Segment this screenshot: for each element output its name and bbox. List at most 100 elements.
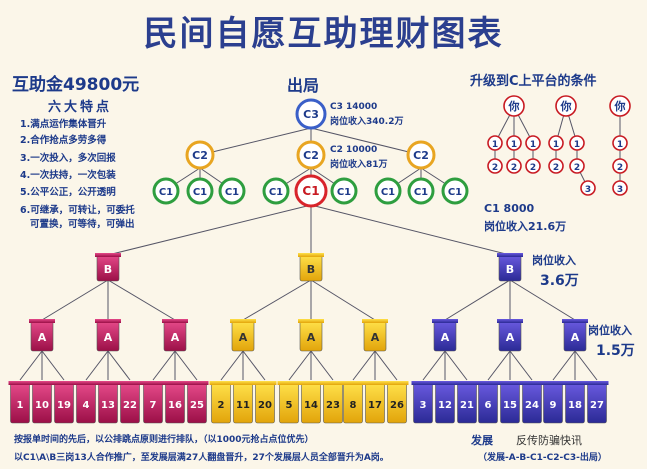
upgrade-node-label: 2 xyxy=(553,163,559,173)
leaf-label: 4 xyxy=(83,400,90,411)
c1-label: C1 xyxy=(414,187,428,198)
a-label: A xyxy=(371,331,380,344)
upgrade-level-1-node: 1 xyxy=(548,135,564,151)
c2-info-amount: C2 10000 xyxy=(330,145,378,155)
c1-node: C1 xyxy=(152,177,180,205)
leaf-node: 22 xyxy=(118,381,142,424)
leaf-node: 16 xyxy=(163,381,187,424)
a-node: A xyxy=(362,319,388,352)
c1-label: C1 xyxy=(381,187,395,198)
a-node: A xyxy=(298,319,324,352)
leaf-label: 23 xyxy=(326,400,340,411)
c1-label: C1 xyxy=(225,187,239,198)
upgrade-node-label: 1 xyxy=(553,140,559,150)
leaf-node: 17 xyxy=(363,381,387,424)
leaf-connector-lines xyxy=(19,350,598,381)
feature-item: 2.合作抢点多劳多得 xyxy=(20,135,107,146)
leaf-node: 3 xyxy=(411,381,435,424)
c2-node-right: C2 xyxy=(406,140,436,170)
c1-label: C1 xyxy=(337,187,351,198)
leaf-node: 14 xyxy=(299,381,323,424)
feature-item: 可置换，可等待，可弹出 xyxy=(30,219,135,230)
c3-node: C3 xyxy=(295,98,327,130)
upgrade-level-2-node: 2 xyxy=(548,158,564,174)
leaf-node: 6 xyxy=(476,381,500,424)
b-income-label: 岗位收入 xyxy=(532,254,576,267)
upgrade-title: 升级到C上平台的条件 xyxy=(470,74,597,89)
a-node: A xyxy=(562,319,588,352)
leaf-node: 4 xyxy=(74,381,98,424)
upgrade-you-node: 你 xyxy=(503,95,525,117)
leaf-label: 8 xyxy=(350,400,357,411)
c1-node: C1 xyxy=(262,177,290,205)
leaf-label: 15 xyxy=(503,400,517,411)
c2-node-left: C2 xyxy=(185,140,215,170)
c1-node-main: C1 xyxy=(294,174,328,208)
a-label: A xyxy=(506,331,515,344)
c1-node: C1 xyxy=(330,177,358,205)
leaf-label: 12 xyxy=(438,400,452,411)
a-income-label: 岗位收入 xyxy=(588,324,632,337)
footer-path: （发展-A-B-C1-C2-C3-出局） xyxy=(478,453,607,463)
leaf-node: 7 xyxy=(141,381,165,424)
upgrade-node-label: 2 xyxy=(530,163,536,173)
feature-item: 3.一次投入，多次回报 xyxy=(20,153,116,164)
fund-amount: 互助金49800元 xyxy=(12,75,140,95)
c1-node: C1 xyxy=(374,177,402,205)
a-node: A xyxy=(29,319,55,352)
page-title: 民间自愿互助理财图表 xyxy=(143,14,504,54)
c2-label: C2 xyxy=(192,149,208,162)
upgrade-level-1-node: 1 xyxy=(487,135,503,151)
leaf-label: 11 xyxy=(236,400,250,411)
upgrade-node-label: 1 xyxy=(511,140,517,150)
c3-info-income: 岗位收入340.2万 xyxy=(330,117,404,127)
footer-line-2: 以C1\A\B三岗13人合作推广，至发展层满27人翻盘晋升，27个发展层人员全部… xyxy=(14,453,389,463)
leaf-label: 3 xyxy=(420,400,427,411)
c3-info-amount: C3 14000 xyxy=(330,102,378,112)
a-node: A xyxy=(497,319,523,352)
leaf-label: 17 xyxy=(368,400,382,411)
upgrade-node-label: 2 xyxy=(574,163,580,173)
leaf-node: 11 xyxy=(231,381,255,424)
a-label: A xyxy=(239,331,248,344)
upgrade-level-1-node: 1 xyxy=(525,135,541,151)
c1-node: C1 xyxy=(407,177,435,205)
upgrade-level-1-node: 1 xyxy=(506,135,522,151)
leaf-label: 21 xyxy=(460,400,474,411)
upgrade-node-label: 你 xyxy=(614,99,626,113)
b-label: B xyxy=(506,263,514,276)
b-income-value: 3.6万 xyxy=(540,273,579,289)
leaf-node: 21 xyxy=(455,381,479,424)
leaf-node: 26 xyxy=(385,381,409,424)
upgrade-node-label: 1 xyxy=(617,140,623,150)
upgrade-node-label: 2 xyxy=(492,163,498,173)
upgrade-node-label: 1 xyxy=(492,140,498,150)
upgrade-level-3-node: 3 xyxy=(580,180,596,196)
features-heading: 六大特点 xyxy=(48,100,113,115)
leaf-label: 5 xyxy=(286,400,293,411)
watermark-text: 反传防骗快讯 xyxy=(516,434,582,447)
a-income-value: 1.5万 xyxy=(596,343,635,359)
leaf-node: 1 xyxy=(8,381,32,424)
leaf-label: 14 xyxy=(304,400,318,411)
upgrade-node-label: 你 xyxy=(560,99,572,113)
leaf-label: 25 xyxy=(190,400,204,411)
upgrade-node-label: 3 xyxy=(585,185,591,195)
leaf-node: 25 xyxy=(185,381,209,424)
upgrade-node-label: 3 xyxy=(617,185,623,195)
upgrade-node-label: 你 xyxy=(508,99,520,113)
upgrade-node-label: 1 xyxy=(574,140,580,150)
leaf-node: 8 xyxy=(341,381,365,424)
leaf-label: 18 xyxy=(568,400,582,411)
leaf-node: 24 xyxy=(520,381,544,424)
leaf-node: 18 xyxy=(563,381,587,424)
c1-node: C1 xyxy=(186,177,214,205)
a-node: A xyxy=(162,319,188,352)
b-label: B xyxy=(307,263,315,276)
c3-label: C3 xyxy=(303,108,319,121)
leaf-label: 26 xyxy=(390,400,404,411)
upgrade-you-node: 你 xyxy=(609,95,631,117)
